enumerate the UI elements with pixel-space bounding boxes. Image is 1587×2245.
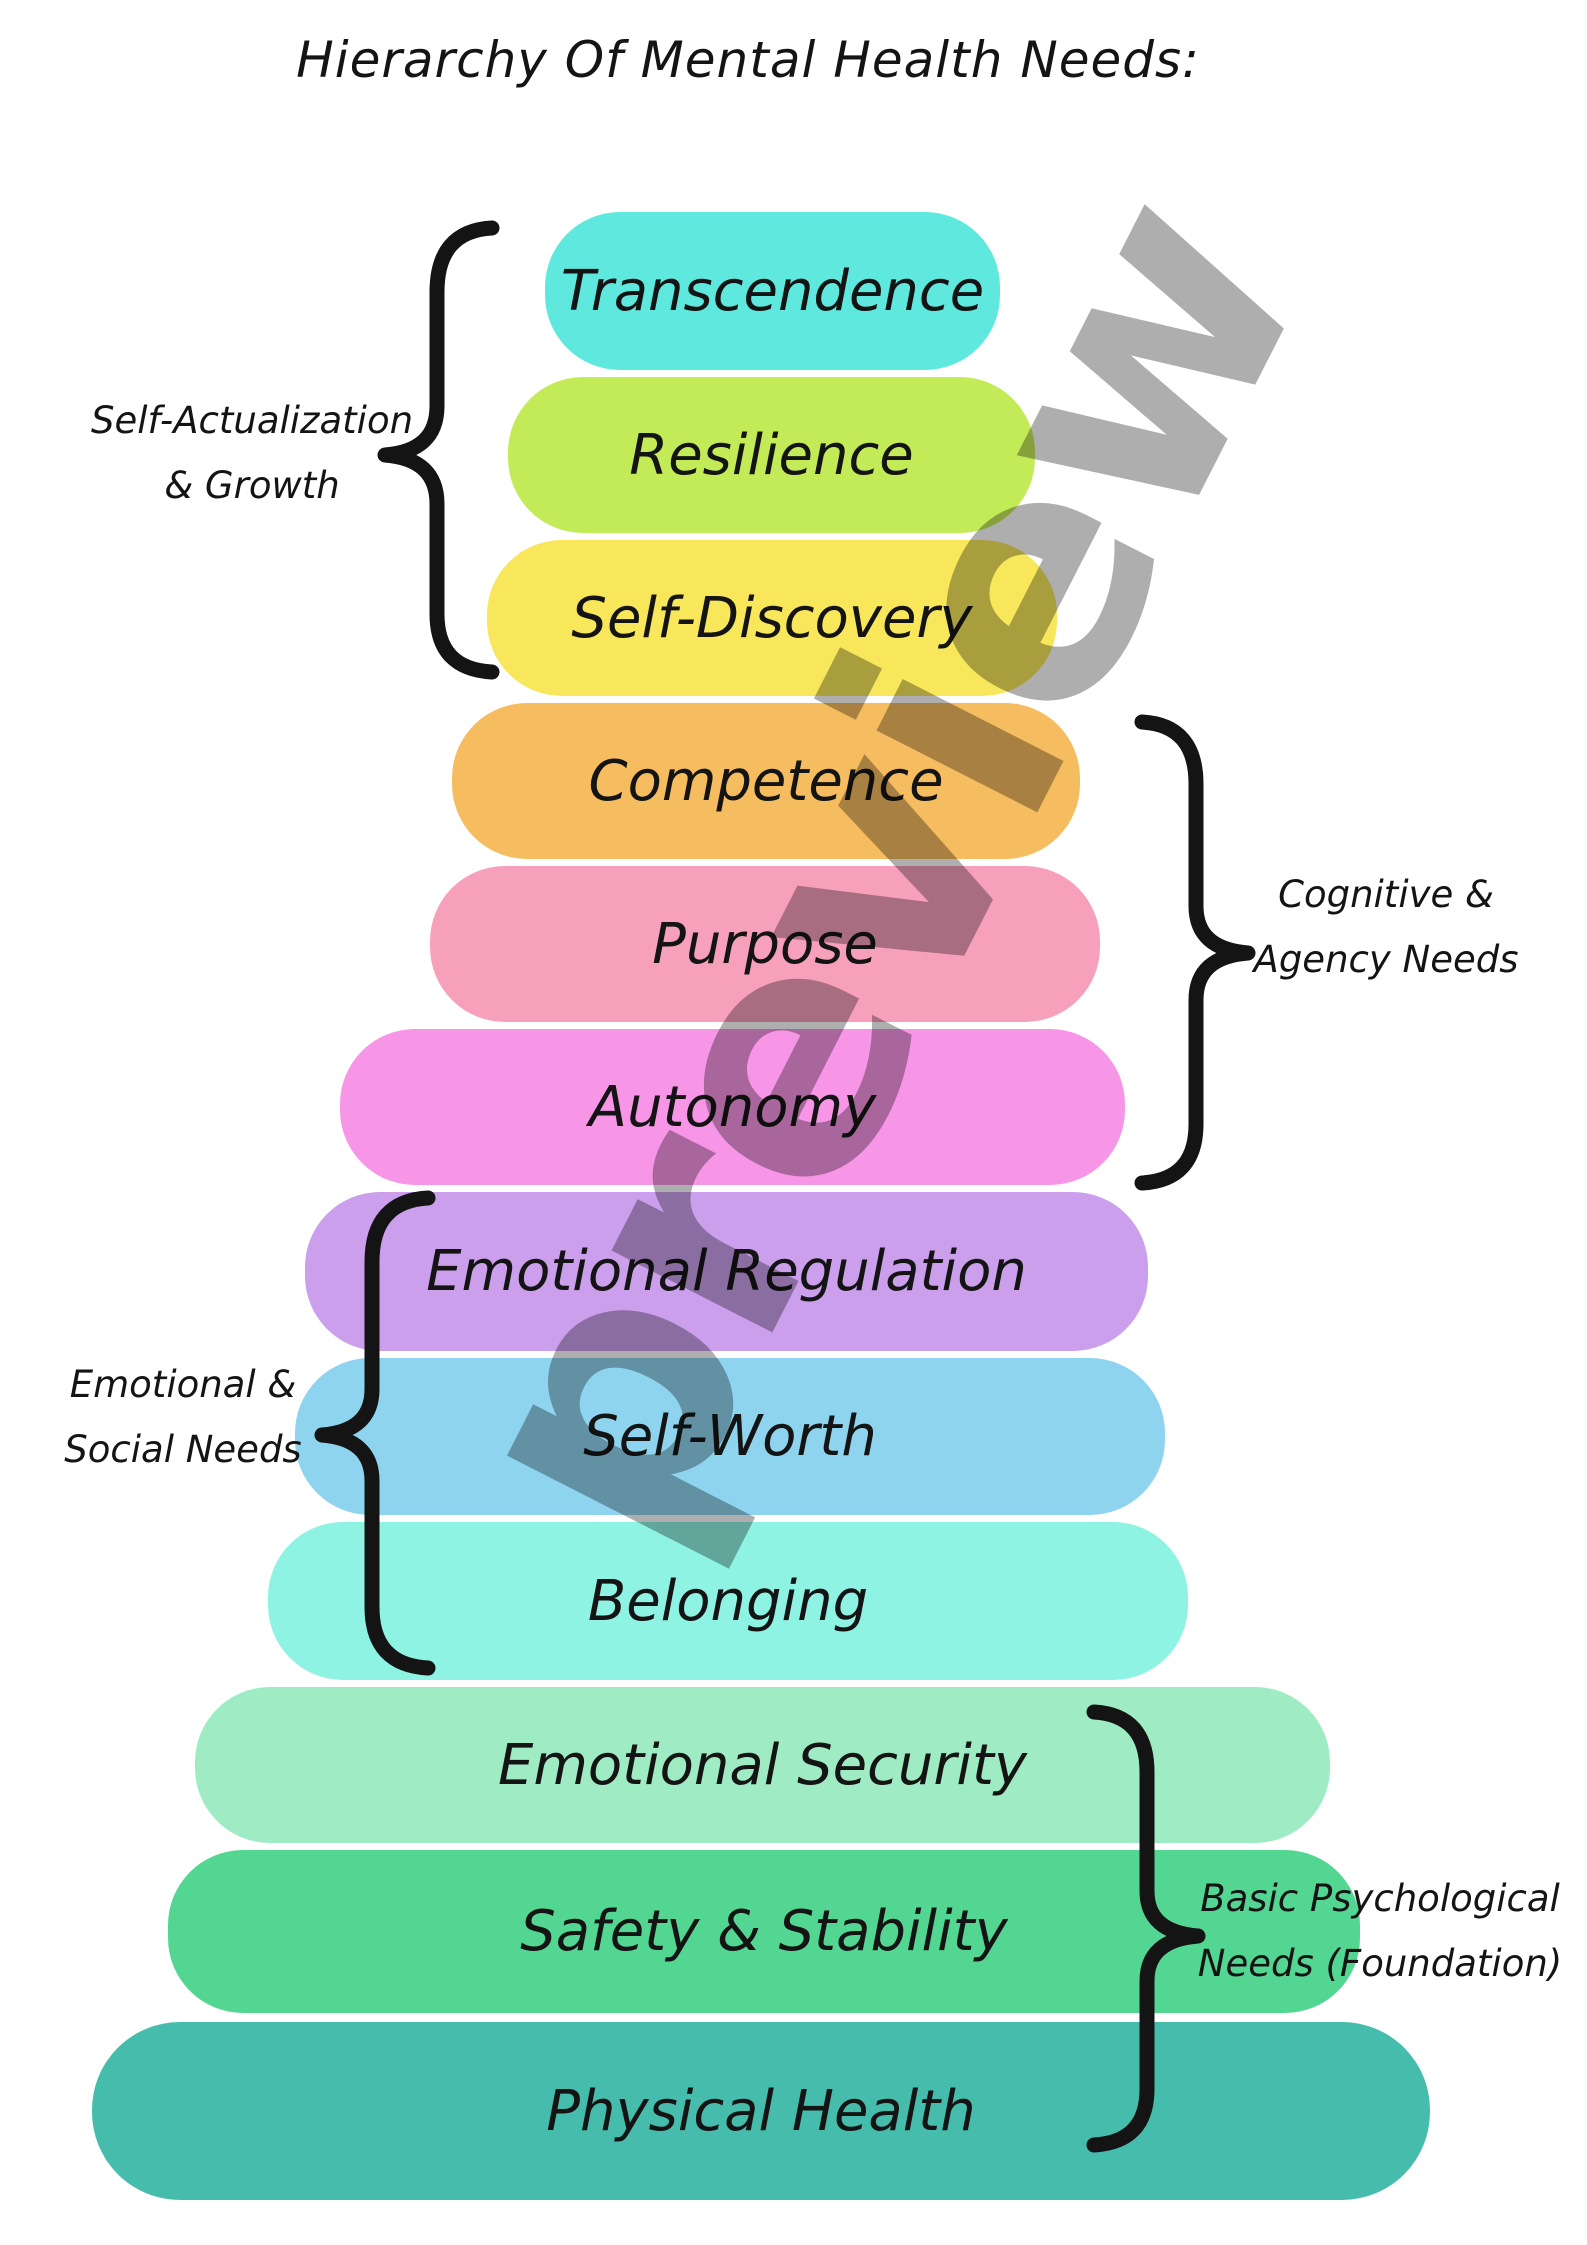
bar-label: Resilience <box>629 422 914 488</box>
bar-label: Belonging <box>587 1568 869 1634</box>
bar-label: Emotional Regulation <box>426 1239 1027 1304</box>
bar-label: Self-Discovery <box>571 585 973 651</box>
page-title: Hierarchy Of Mental Health Needs: <box>296 31 1200 89</box>
bar-label: Physical Health <box>546 2078 976 2144</box>
group-label-line: Needs (Foundation) <box>1197 1942 1563 1986</box>
group-label-self-actualization-growth: Self-Actualization & Growth <box>91 388 413 518</box>
bar-belonging: Belonging <box>268 1522 1188 1680</box>
bar-self-worth: Self-Worth <box>295 1358 1165 1515</box>
bar-label: Purpose <box>652 911 878 977</box>
bar-purpose: Purpose <box>430 866 1100 1022</box>
bar-emotional-security: Emotional Security <box>195 1687 1330 1843</box>
bar-label: Autonomy <box>588 1074 877 1140</box>
bar-label: Self-Worth <box>583 1404 877 1469</box>
group-label-line: Agency Needs <box>1253 938 1519 982</box>
group-label-basic-psychological-needs: Basic Psychological Needs (Foundation) <box>1198 1866 1562 1996</box>
group-label-line: & Growth <box>164 464 340 508</box>
bar-resilience: Resilience <box>508 377 1035 533</box>
bar-label: Safety & Stability <box>520 1899 1008 1964</box>
bar-label: Emotional Security <box>497 1732 1028 1798</box>
group-label-line: Emotional & <box>69 1363 297 1406</box>
bar-emotional-regulation: Emotional Regulation <box>305 1192 1148 1351</box>
group-label-line: Basic Psychological <box>1200 1877 1560 1920</box>
group-label-cognitive-agency-needs: Cognitive & Agency Needs <box>1254 862 1519 992</box>
bar-self-discovery: Self-Discovery <box>487 540 1057 696</box>
brace-cognitive-agency <box>1134 714 1256 1191</box>
group-label-line: Self-Actualization <box>90 399 414 442</box>
bar-competence: Competence <box>452 703 1080 859</box>
bar-autonomy: Autonomy <box>340 1029 1125 1185</box>
bar-label: Transcendence <box>560 258 985 324</box>
bar-transcendence: Transcendence <box>545 212 1000 370</box>
bar-label: Competence <box>588 748 944 814</box>
group-label-emotional-social-needs: Emotional & Social Needs <box>64 1352 301 1482</box>
bar-physical-health: Physical Health <box>92 2022 1430 2200</box>
group-label-line: Social Needs <box>64 1428 302 1472</box>
bar-safety-stability: Safety & Stability <box>168 1850 1360 2013</box>
group-label-line: Cognitive & <box>1278 873 1494 916</box>
